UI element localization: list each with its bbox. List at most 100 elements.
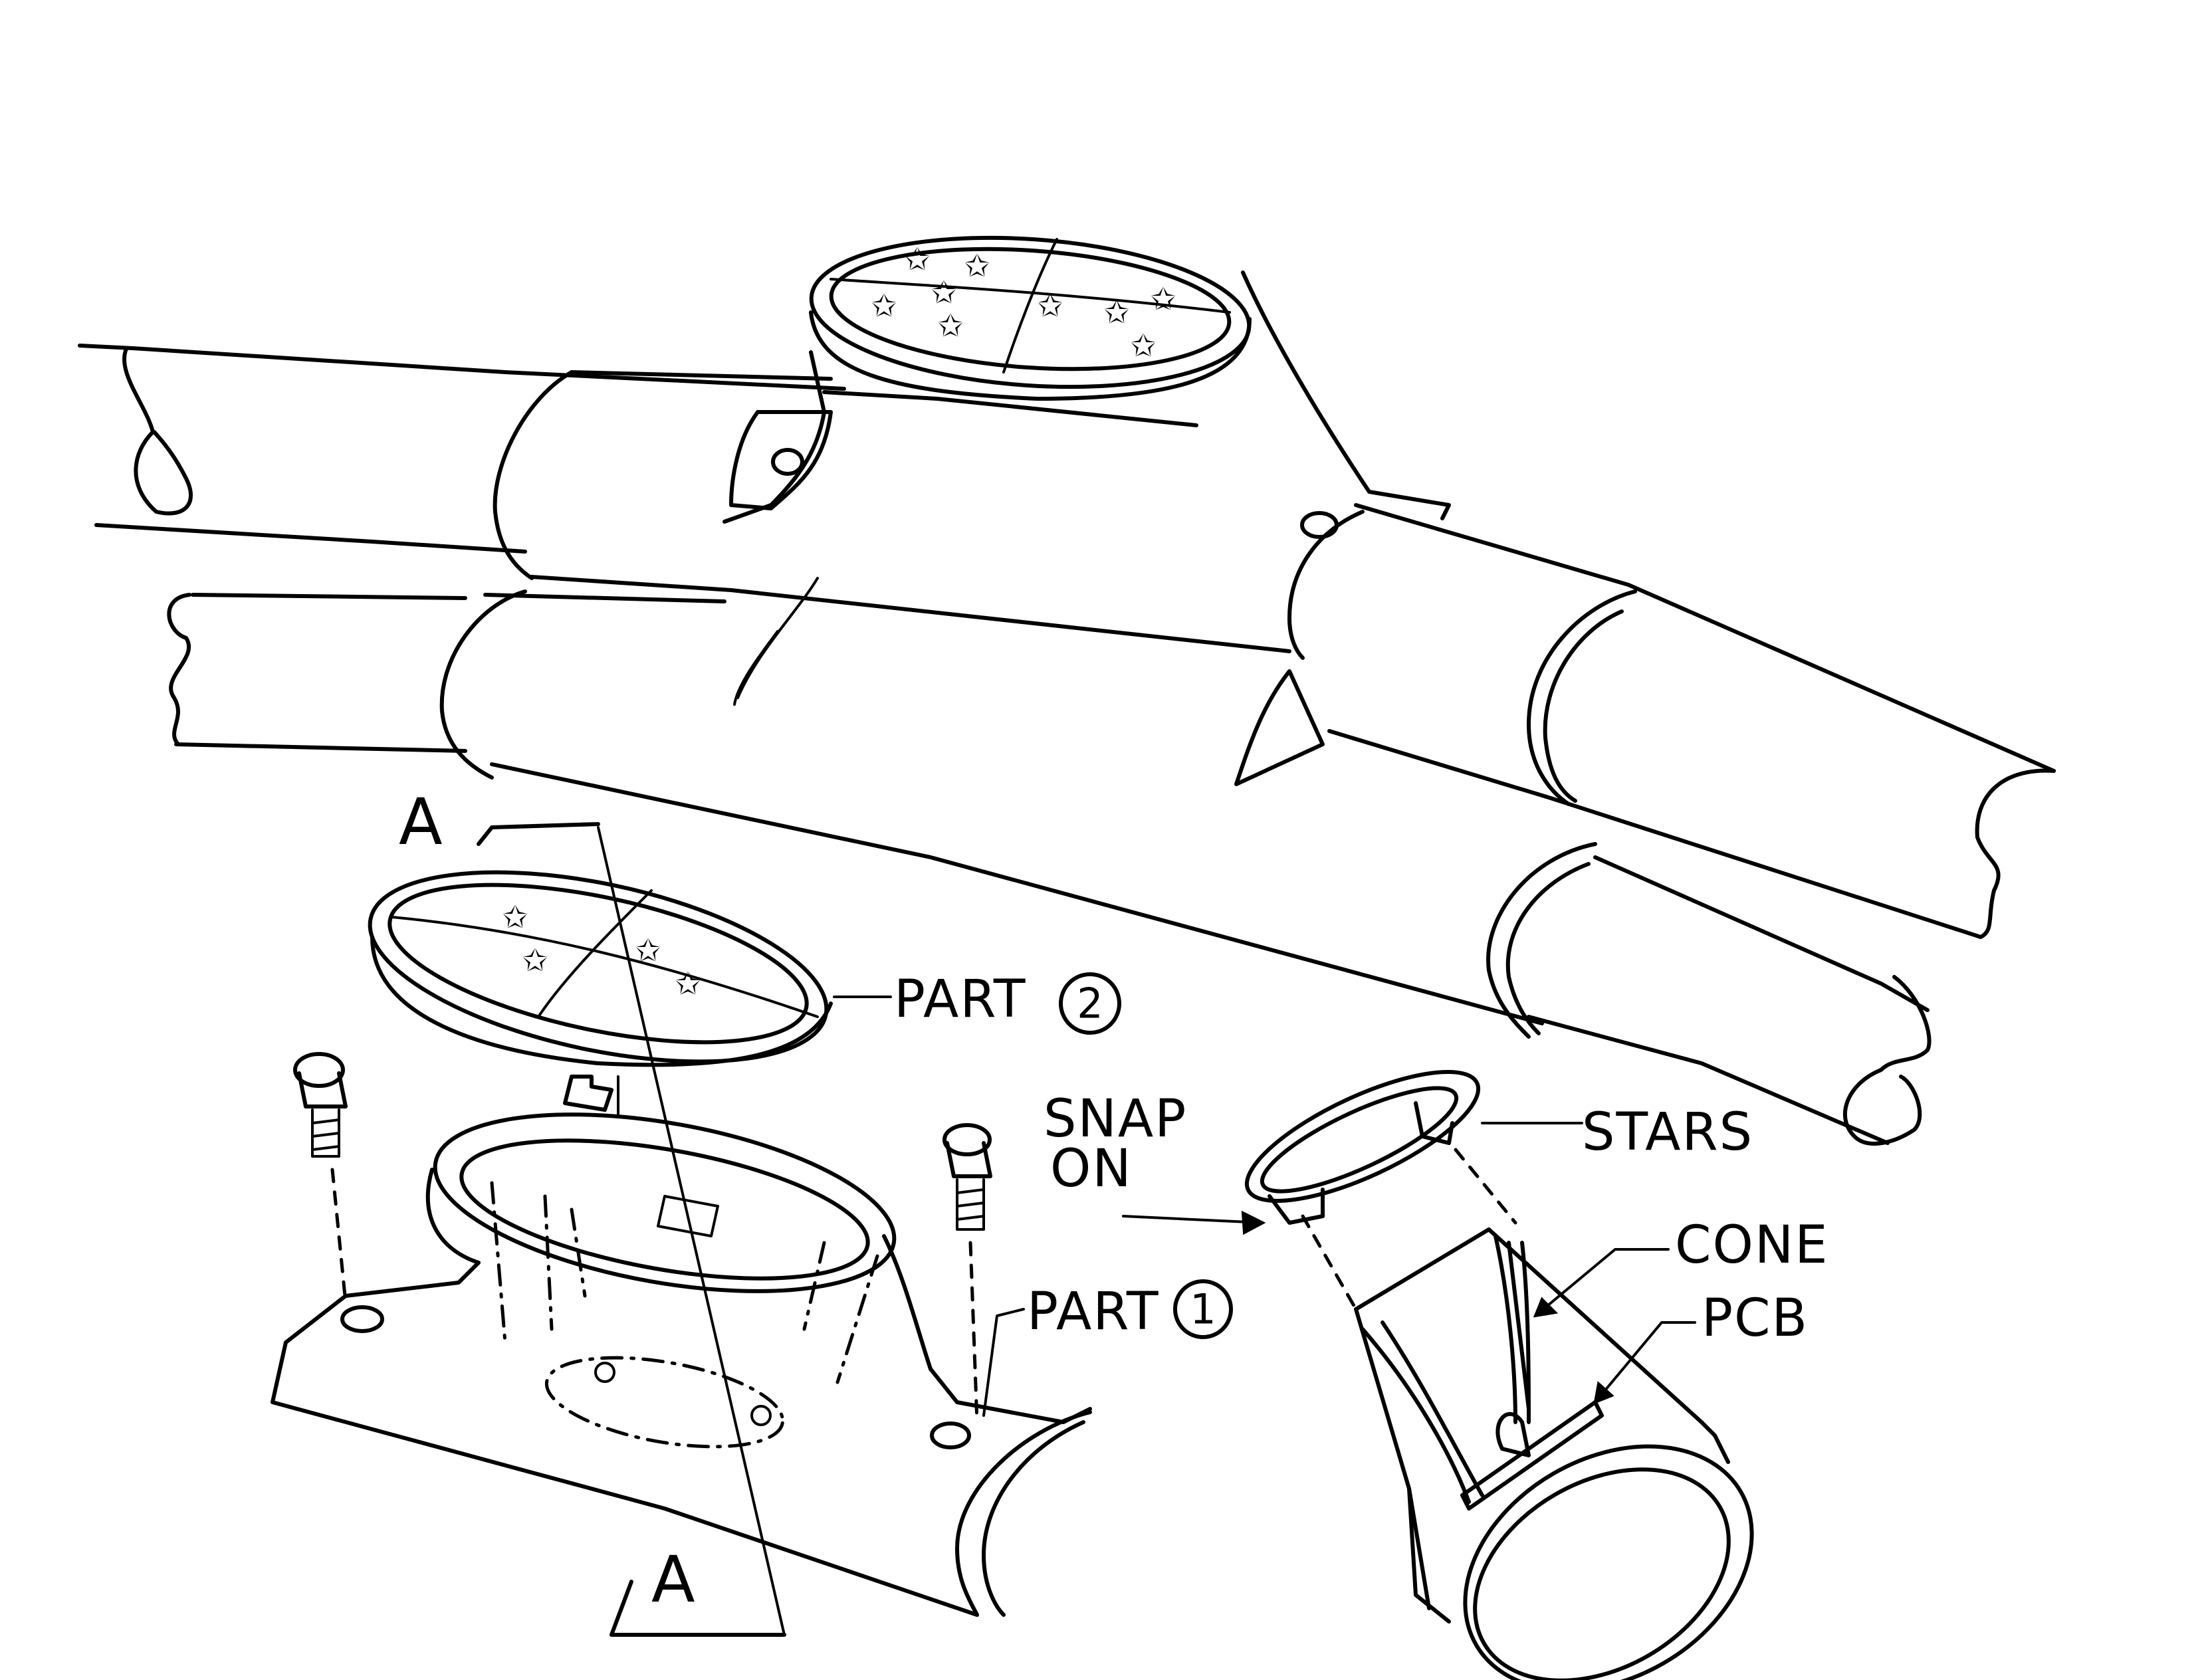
snap-on-arrow <box>1122 1215 1264 1224</box>
upper-tube-right-top <box>1354 503 2056 773</box>
cone-label: CONE <box>1675 1215 1829 1275</box>
screw-icon <box>293 1052 348 1158</box>
star-glyph: ✩ <box>675 966 701 1001</box>
part1-top-outer <box>433 1112 897 1293</box>
lower-tube-top-edge <box>191 593 467 600</box>
clamp-lower-top <box>483 593 726 603</box>
star-glyph: ✩ <box>931 274 957 310</box>
section-label-bottom: A <box>651 1542 695 1617</box>
top-lid-divider-v <box>1002 238 1058 373</box>
star-glyph: ✩ <box>1131 328 1157 364</box>
part1-top-inner <box>459 1138 870 1281</box>
snap-on-label-line1: SNAP <box>1044 1089 1187 1149</box>
top-assembly: ✩ ✩ ✩ ✩ ✩ ✩ ✩ ✩ ✩ <box>78 235 2056 1146</box>
screw-icon <box>942 1123 992 1231</box>
star-glyph: ✩ <box>1104 294 1130 330</box>
part1-hidden-ellipse <box>544 1356 785 1449</box>
stars-label: STARS <box>1582 1102 1753 1162</box>
part1-hole <box>594 1362 615 1383</box>
left-mount-lug <box>729 410 833 510</box>
top-lid-rim <box>809 310 1252 401</box>
upper-tube-bottom-edge <box>94 523 527 554</box>
clamp-lower-bottom <box>490 762 1544 1025</box>
exploded-view: ✩ ✩ ✩ ✩ PART 2 <box>271 870 1233 1617</box>
detail-lid-outer <box>1244 1070 1481 1203</box>
center-clamp-ring <box>1287 510 1365 660</box>
part1-hidden-line <box>490 1181 507 1344</box>
star-glyph: ✩ <box>502 899 528 935</box>
part2-lid-rim <box>370 935 833 1067</box>
pcb-label: PCB <box>1702 1289 1809 1348</box>
section-line: A A <box>399 785 786 1637</box>
section-label-top: A <box>399 785 443 859</box>
star-glyph: ✩ <box>522 942 548 978</box>
part1-housing-left <box>425 1168 481 1265</box>
upper-tube-right-bottom <box>1327 729 1983 939</box>
cone-left-strut <box>1361 1327 1471 1504</box>
lower-tube-right-top <box>1593 855 1930 1012</box>
part1-hidden-line <box>835 1254 879 1384</box>
clamp-upper-saddle <box>493 370 574 580</box>
section-line-bottom <box>609 1580 786 1637</box>
housing-right-side <box>1241 270 1451 520</box>
star-glyph: ✩ <box>905 241 931 277</box>
upper-right-clamp-ring <box>1527 589 1637 806</box>
tie-mark <box>733 630 779 706</box>
detail-base-outer <box>1463 1444 1754 1680</box>
part1-saddle-right-inner <box>982 1420 1085 1617</box>
section-line-top <box>477 822 600 846</box>
left-mount-screw-icon <box>771 448 804 476</box>
upper-right-clamp-ring-inner <box>1543 609 1624 803</box>
detail-projection <box>1301 1214 1358 1311</box>
part2-lid-inner <box>387 883 809 1045</box>
star-glyph: ✩ <box>938 308 964 344</box>
part2-snap-tab <box>563 1075 613 1112</box>
part2-number: 2 <box>1077 980 1103 1028</box>
part1-number-circle <box>1173 1279 1233 1339</box>
lower-right-clamp-ring <box>1486 842 1597 1039</box>
star-glyph: ✩ <box>1151 281 1176 317</box>
detail-base-side <box>1407 1487 1451 1624</box>
right-screw-axis <box>968 1241 979 1424</box>
detail-base-inner <box>1473 1467 1731 1680</box>
star-glyph: ✩ <box>964 248 990 284</box>
left-screw-axis <box>330 1168 348 1305</box>
lower-tube-bottom-edge <box>174 742 467 753</box>
top-lid-inner <box>829 247 1232 371</box>
star-glyph: ✩ <box>635 932 661 968</box>
lower-tube-break-left <box>167 593 191 746</box>
part1-number: 1 <box>1190 1285 1216 1334</box>
part2-label: PART <box>894 970 1027 1029</box>
part1-housing-right <box>882 1234 933 1371</box>
part1-base-plate <box>271 1261 979 1617</box>
left-screw-hole <box>340 1305 384 1333</box>
clamp-between-tubes <box>530 575 1291 653</box>
part2-number-circle <box>1059 972 1121 1035</box>
part2-lid-divider-v <box>537 889 653 1018</box>
detail-lid-clip-right <box>1414 1101 1454 1145</box>
part1-hole <box>750 1405 772 1426</box>
part1-center-square <box>657 1195 719 1237</box>
lower-right-clamp-ring-inner <box>1505 862 1591 1035</box>
cone-right-strut <box>1493 1234 1517 1424</box>
clamp-lower-saddle <box>439 589 527 780</box>
part1-base-right <box>929 1367 1092 1424</box>
detail-projection <box>1454 1148 1517 1225</box>
cone-leader <box>1534 1248 1670 1317</box>
cone-v-left <box>1507 1241 1531 1411</box>
part1-hidden-line <box>543 1194 554 1331</box>
pcb-leader <box>1594 1321 1696 1404</box>
arrow-icon <box>1533 1297 1559 1318</box>
detail-lid-inner <box>1260 1086 1459 1194</box>
upper-tube-right-end <box>1975 768 2056 939</box>
part1-hidden-line <box>570 1208 587 1298</box>
part2-lid-outer <box>368 870 829 1064</box>
upper-tube-break-left <box>122 347 193 516</box>
part1-saddle-right <box>955 1410 1092 1617</box>
right-screw-hole <box>930 1421 971 1449</box>
arrow-icon <box>1241 1210 1266 1235</box>
star-glyph: ✩ <box>871 288 897 324</box>
star-glyph: ✩ <box>1038 288 1063 324</box>
lower-tube-right-end <box>1842 975 1932 1146</box>
